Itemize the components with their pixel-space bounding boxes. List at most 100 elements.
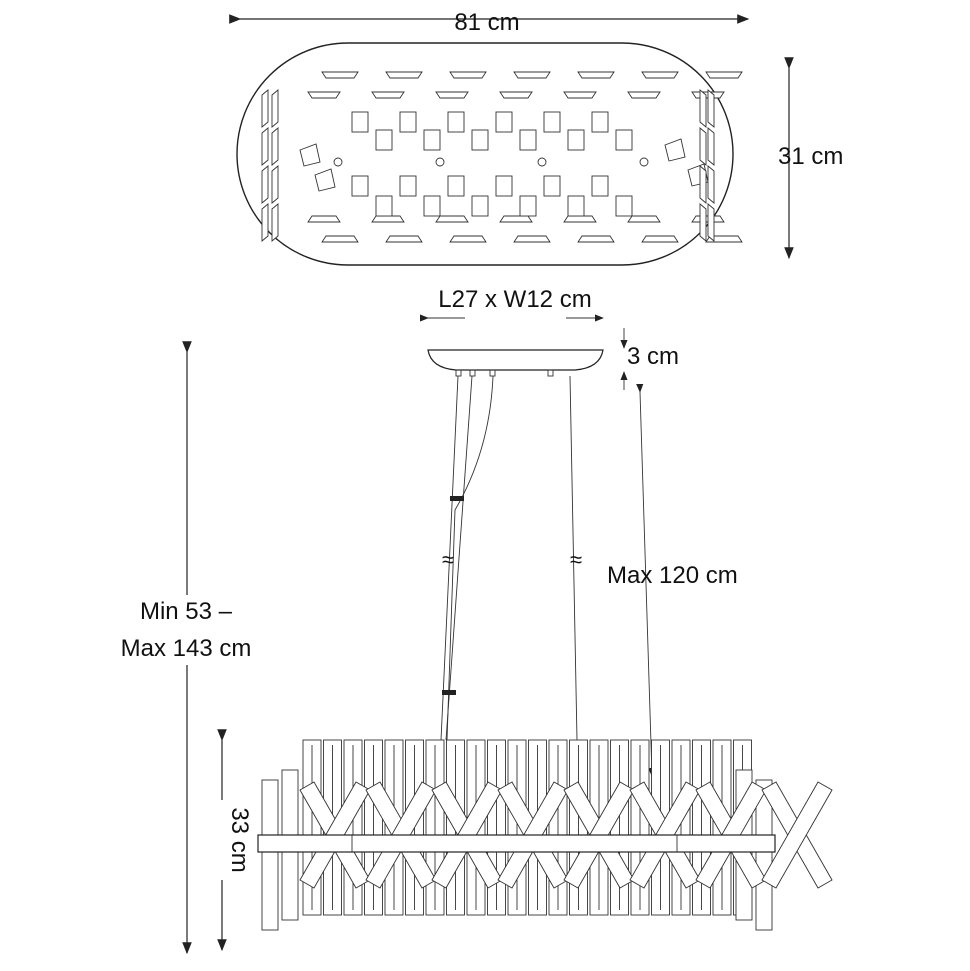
crystal-rim-top <box>307 91 341 99</box>
cable-right <box>569 375 578 741</box>
crystal-inner <box>351 175 369 197</box>
crystal-rim-side <box>699 165 707 204</box>
crystal-rim-side <box>707 165 715 204</box>
crystal-rim-side <box>271 165 279 204</box>
crystal-rim-bottom <box>385 235 423 243</box>
crystal-rim-side <box>261 165 269 204</box>
cable-length-label: Max 120 cm <box>607 562 738 589</box>
cable-clamp <box>442 690 456 695</box>
crystal-rim-bottom <box>371 215 405 223</box>
crystal-inner <box>519 129 537 151</box>
crystal-inner <box>543 175 561 197</box>
crystal-inner <box>495 175 513 197</box>
break-symbol-right: ≈ <box>570 547 582 572</box>
canopy-size-label: L27 x W12 cm <box>438 286 591 313</box>
crystal-rim-side <box>271 203 279 242</box>
crystal-inner <box>375 195 393 217</box>
cable-left-2 <box>445 375 473 741</box>
side-crystal <box>755 779 773 931</box>
body-height-label-bg <box>208 800 236 880</box>
total-height-label-line1: Min 53 – <box>140 598 233 625</box>
crystal-rim-side <box>707 203 715 242</box>
crystal-inner <box>567 195 585 217</box>
crystal-rim-top <box>563 91 597 99</box>
crystal-rim-top <box>641 71 679 79</box>
power-cord <box>446 375 494 741</box>
crystal-rim-top <box>321 71 359 79</box>
crystal-rim-side <box>699 89 707 128</box>
crystal-inner <box>399 111 417 133</box>
top-view: 81 cm 31 cm <box>229 9 843 266</box>
top-view-crystals <box>261 71 743 243</box>
bulb-socket <box>435 157 445 167</box>
crystal-rim-bottom <box>705 235 743 243</box>
crystal-rim-side <box>707 127 715 166</box>
crystal-rim-top <box>435 91 469 99</box>
crystal-inner <box>567 129 585 151</box>
crystal-rim-bottom <box>563 215 597 223</box>
cable-length-dimension-line <box>636 383 656 777</box>
total-height-label-bg <box>105 595 265 665</box>
break-symbol-left: ≈ <box>442 547 454 572</box>
crystal-inner <box>664 138 686 162</box>
crystal-rim-bottom <box>577 235 615 243</box>
crystal-rim-bottom <box>641 235 679 243</box>
crystal-inner <box>615 195 633 217</box>
crystal-rim-top <box>705 71 743 79</box>
frame-band <box>257 834 776 853</box>
crystal-rim-bottom <box>435 215 469 223</box>
bulb-socket <box>639 157 649 167</box>
bulb-socket <box>333 157 343 167</box>
canopy-connector <box>489 369 496 377</box>
crystal-rim-top <box>449 71 487 79</box>
crystal-rim-top <box>499 91 533 99</box>
diagonal-crystal <box>761 781 833 889</box>
canopy: L27 x W12 cm 3 cm <box>419 286 679 390</box>
crystal-inner <box>351 111 369 133</box>
crystal-rim-side <box>261 89 269 128</box>
crystal-rim-bottom <box>449 235 487 243</box>
cable-left <box>440 375 459 741</box>
crystal-inner <box>447 111 465 133</box>
crystal-rim-top <box>371 91 405 99</box>
canopy-plate <box>427 349 604 371</box>
crystal-inner <box>519 195 537 217</box>
crystal-rim-top <box>513 71 551 79</box>
crystal-rim-side <box>261 127 269 166</box>
crystal-rim-top <box>385 71 423 79</box>
bulb-socket <box>537 157 547 167</box>
crystal-rim-side <box>271 89 279 128</box>
crystal-inner <box>423 195 441 217</box>
top-view-outline <box>236 42 734 266</box>
crystal-inner <box>471 195 489 217</box>
crystal-inner <box>423 129 441 151</box>
crystal-rim-bottom <box>627 215 661 223</box>
crystal-inner <box>314 168 336 192</box>
chandelier-body-side-view <box>257 739 833 931</box>
body-height-label: 33 cm <box>226 807 253 872</box>
crystal-inner <box>591 175 609 197</box>
canopy-height-label: 3 cm <box>627 343 679 370</box>
canopy-connector <box>455 369 462 377</box>
crystal-rim-side <box>707 89 715 128</box>
crystal-rim-top <box>577 71 615 79</box>
crystal-inner <box>399 175 417 197</box>
crystal-rim-bottom <box>499 215 533 223</box>
cable-clamp <box>450 496 464 501</box>
side-crystal <box>261 779 279 931</box>
canopy-connector <box>547 369 554 377</box>
total-height-label-line2: Max 143 cm <box>121 635 252 662</box>
crystal-rim-side <box>699 127 707 166</box>
crystal-inner <box>299 143 321 167</box>
suspension-cables: ≈ ≈ <box>440 375 582 741</box>
crystal-inner <box>471 129 489 151</box>
canopy-connector <box>469 369 476 377</box>
crystal-inner <box>615 129 633 151</box>
crystal-inner <box>591 111 609 133</box>
width-label: 81 cm <box>454 9 519 36</box>
depth-label: 31 cm <box>778 143 843 170</box>
crystal-rim-bottom <box>513 235 551 243</box>
crystal-rim-top <box>627 91 661 99</box>
crystal-rim-bottom <box>307 215 341 223</box>
